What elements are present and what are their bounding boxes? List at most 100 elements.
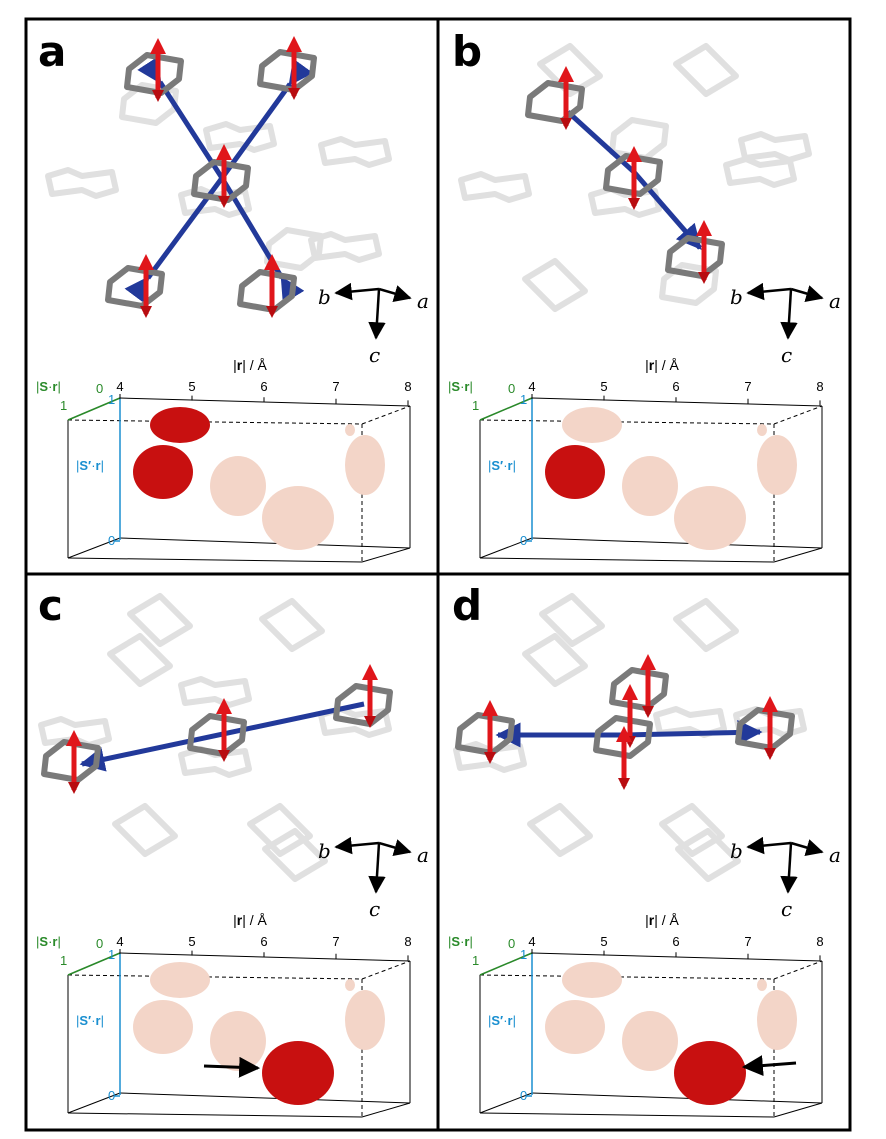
plot-box-edge bbox=[773, 1102, 823, 1118]
x-tick-label: 5 bbox=[188, 379, 195, 394]
x-tick-label: 8 bbox=[404, 934, 411, 949]
spr-axis-label: |S′·r| bbox=[488, 1013, 516, 1028]
highlighted-region bbox=[674, 1041, 746, 1105]
axis-label-b: b bbox=[730, 839, 743, 863]
plot-box-edge bbox=[67, 537, 121, 559]
spr-tick-label: 1 bbox=[520, 392, 527, 407]
pointer-arrow bbox=[741, 1055, 797, 1077]
panel-letter: c bbox=[38, 581, 63, 630]
x-tick-label: 4 bbox=[116, 934, 123, 949]
sr-tick-label: 0 bbox=[96, 381, 103, 396]
faded-region bbox=[562, 407, 622, 443]
x-tick-label: 6 bbox=[672, 379, 679, 394]
faded-region bbox=[757, 990, 797, 1050]
plot-box-edge bbox=[531, 1092, 823, 1104]
x-tick-label: 7 bbox=[744, 379, 751, 394]
plot-box-edge bbox=[479, 974, 775, 980]
x-tick-label: 6 bbox=[260, 934, 267, 949]
faded-region bbox=[674, 486, 746, 550]
plot-box-edge bbox=[773, 405, 823, 425]
panel-c: c bbox=[36, 581, 429, 1118]
faded-region bbox=[757, 435, 797, 495]
sr-tick-label: 1 bbox=[60, 953, 67, 968]
axis-label-c: c bbox=[781, 343, 792, 367]
faded-region bbox=[757, 979, 767, 991]
spr-tick-label: 0 bbox=[520, 533, 527, 548]
faded-region bbox=[545, 1000, 605, 1054]
axis-label-a: a bbox=[417, 289, 429, 313]
axis-label-c: c bbox=[781, 897, 792, 921]
plot-box-edge bbox=[67, 1092, 121, 1114]
sr-axis-label: |S·r| bbox=[36, 379, 61, 394]
x-tick-label: 4 bbox=[528, 379, 535, 394]
x-tick-label: 8 bbox=[816, 934, 823, 949]
x-tick-label: 8 bbox=[404, 379, 411, 394]
x-tick-label: 4 bbox=[528, 934, 535, 949]
plot-box-edge bbox=[479, 1092, 533, 1114]
plot-box-edge bbox=[531, 537, 823, 549]
x-tick-label: 8 bbox=[816, 379, 823, 394]
plot-box-edge bbox=[479, 419, 775, 425]
highlighted-region bbox=[150, 407, 210, 443]
plot-box-edge bbox=[119, 1092, 411, 1104]
plot-box-edge bbox=[361, 1102, 411, 1118]
crystal-axes: a b c bbox=[318, 282, 429, 367]
sr-tick-label: 1 bbox=[472, 953, 479, 968]
sr-axis-line bbox=[67, 952, 121, 976]
molecule-scene bbox=[41, 596, 390, 879]
axis-label-b: b bbox=[730, 285, 743, 309]
spr-tick-label: 0 bbox=[108, 1088, 115, 1103]
plot-box-edge bbox=[67, 974, 363, 980]
highlighted-region bbox=[545, 445, 605, 499]
spr-tick-label: 1 bbox=[108, 947, 115, 962]
panel-a: a bbox=[36, 27, 429, 563]
highlighted-region bbox=[133, 445, 193, 499]
sr-tick-label: 1 bbox=[472, 398, 479, 413]
x-tick-label: 6 bbox=[672, 934, 679, 949]
plot-box-edge bbox=[479, 557, 775, 563]
x-tick-label: 5 bbox=[188, 934, 195, 949]
plot-box-edge bbox=[531, 952, 823, 962]
faded-region bbox=[345, 435, 385, 495]
crystal-axes: a b c bbox=[318, 836, 429, 921]
crystal-axes: a b c bbox=[730, 836, 841, 921]
sr-tick-label: 0 bbox=[96, 936, 103, 951]
sr-axis-label: |S·r| bbox=[36, 934, 61, 949]
x-tick-label: 7 bbox=[332, 379, 339, 394]
plot-box-edge bbox=[361, 547, 411, 563]
sr-axis-line bbox=[479, 397, 533, 421]
faded-region bbox=[150, 962, 210, 998]
plot-box-edge bbox=[479, 537, 533, 559]
plot-box-edge bbox=[361, 960, 411, 980]
panel-b: b bbox=[448, 27, 841, 563]
plot-box-edge bbox=[67, 419, 363, 425]
plot-box-edge bbox=[361, 405, 411, 425]
x-axis-label: |r| / Å bbox=[645, 912, 679, 928]
faded-region bbox=[345, 990, 385, 1050]
axis-label-a: a bbox=[417, 843, 429, 867]
spr-tick-label: 0 bbox=[520, 1088, 527, 1103]
faded-region bbox=[345, 979, 355, 991]
faded-region bbox=[133, 1000, 193, 1054]
panel-letter: b bbox=[452, 27, 482, 76]
sr-axis-line bbox=[67, 397, 121, 421]
plot-box-edge bbox=[67, 1112, 363, 1118]
plot-box-edge bbox=[479, 1112, 775, 1118]
panel-letter: a bbox=[38, 27, 66, 76]
faded-region bbox=[562, 962, 622, 998]
panel-letter: d bbox=[452, 581, 482, 630]
axis-label-b: b bbox=[318, 839, 331, 863]
spr-tick-label: 1 bbox=[520, 947, 527, 962]
faded-region bbox=[757, 424, 767, 436]
spr-axis-label: |S′·r| bbox=[76, 1013, 104, 1028]
faded-region bbox=[345, 424, 355, 436]
plot-box-edge bbox=[531, 397, 823, 407]
spr-axis-label: |S′·r| bbox=[488, 458, 516, 473]
axis-label-a: a bbox=[829, 289, 841, 313]
molecule-scene bbox=[48, 36, 389, 318]
sr-axis-label: |S·r| bbox=[448, 934, 473, 949]
faded-region bbox=[210, 1011, 266, 1071]
faded-region bbox=[622, 456, 678, 516]
